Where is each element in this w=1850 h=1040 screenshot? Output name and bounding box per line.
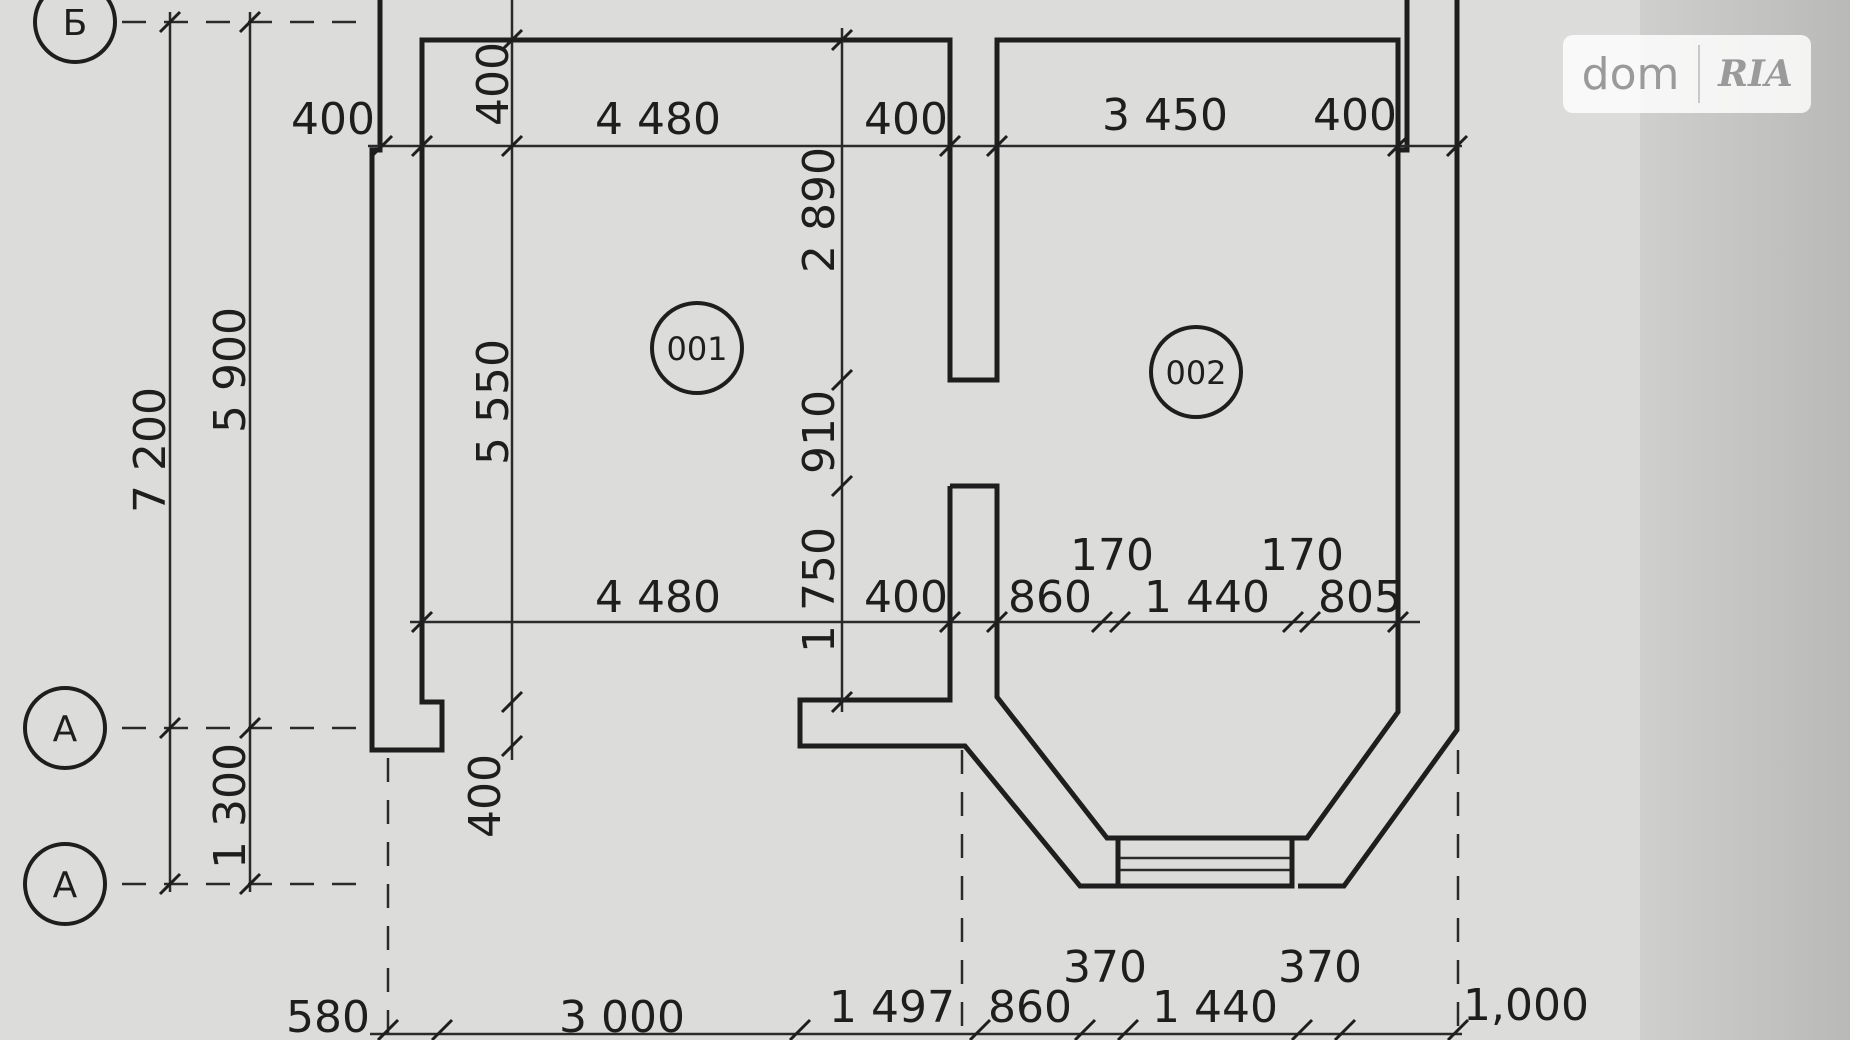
dim-partition-upper: 2 890 — [794, 147, 845, 273]
dim-top-room1: 4 480 — [595, 94, 721, 145]
room-tag-002: 002 — [1149, 325, 1243, 419]
dim-top-left-wall: 400 — [291, 94, 375, 145]
dim-mid-room1: 4 480 — [595, 572, 721, 623]
dim-room1-height: 5 550 — [468, 339, 519, 465]
dim-bottom-wall-thickness: 400 — [460, 754, 511, 838]
dim-left-total: 7 200 — [125, 387, 176, 513]
dim-mid-partition: 400 — [864, 572, 948, 623]
dim-bottom-f: 1 440 — [1152, 982, 1278, 1033]
axis-label-a-middle: А — [53, 709, 78, 750]
dim-partition-lower: 1 750 — [794, 527, 845, 653]
axis-label-b: Б — [63, 3, 88, 44]
watermark-dom-text: dom — [1581, 48, 1680, 100]
dim-top-wall-thickness: 400 — [468, 42, 519, 126]
dim-top-partition: 400 — [864, 94, 948, 145]
dom-ria-watermark: dom RIA — [1563, 35, 1811, 113]
dim-left-lower: 1 300 — [205, 743, 256, 869]
axis-bubble-a-middle: А — [23, 686, 107, 770]
watermark-ria-logo: RIA — [1718, 53, 1793, 95]
dim-bottom-a: 580 — [286, 992, 370, 1040]
dim-mid-gap2: 170 — [1260, 530, 1344, 581]
axis-lines — [122, 20, 1460, 1040]
dim-top-right-wall: 400 — [1313, 90, 1397, 141]
axis-bubble-a-bottom: А — [23, 842, 107, 926]
dim-mid-window: 1 440 — [1144, 572, 1270, 623]
dim-bottom-c: 1 497 — [829, 982, 955, 1033]
dim-mid-seg2: 805 — [1318, 572, 1402, 623]
dim-mid-seg1: 860 — [1008, 572, 1092, 623]
dim-bottom-e: 370 — [1063, 942, 1147, 993]
dimension-lines — [168, 0, 1462, 1036]
axis-label-a-bottom: А — [53, 865, 78, 906]
dim-bottom-g: 370 — [1278, 942, 1362, 993]
room-tag-001: 001 — [650, 301, 744, 395]
dim-bottom-h: 1,000 — [1463, 980, 1589, 1031]
dim-top-room2: 3 450 — [1102, 90, 1228, 141]
dim-bottom-b: 3 000 — [559, 992, 685, 1040]
dim-bottom-d: 860 — [988, 982, 1072, 1033]
dim-partition-opening: 910 — [794, 390, 845, 474]
dim-mid-gap1: 170 — [1070, 530, 1154, 581]
axis-bubble-b: Б — [33, 0, 117, 64]
watermark-divider — [1698, 45, 1700, 103]
walls — [369, 0, 1460, 889]
dimension-ticks — [158, 10, 1470, 1040]
dim-left-upper: 5 900 — [205, 307, 256, 433]
room-number-002: 002 — [1165, 354, 1226, 392]
paper-edge-shadow — [1640, 0, 1850, 1040]
room-number-001: 001 — [666, 330, 727, 368]
